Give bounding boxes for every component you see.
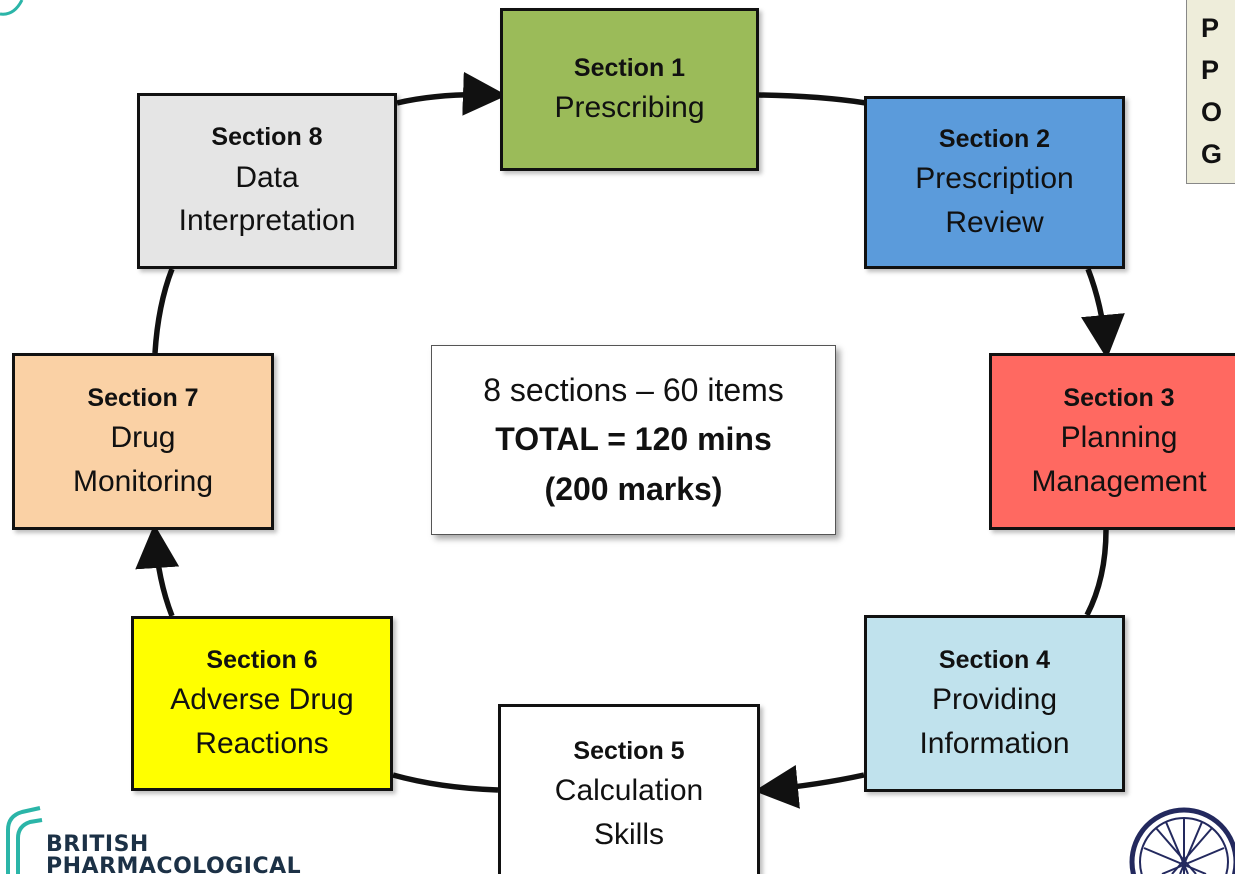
note-letter-3: O [1201, 97, 1223, 127]
corner-logo-fragment [0, 0, 24, 16]
connector-s7-s8 [152, 268, 175, 354]
summary-sections-items: 8 sections – 60 items [483, 371, 784, 408]
section-7-box: Section 7 Drug Monitoring [12, 353, 274, 530]
bps-logo-line2: PHARMACOLOGICAL [46, 854, 302, 874]
section-7-name: Drug Monitoring [72, 421, 214, 498]
section-2-number: Section 2 [938, 124, 1051, 153]
section-1-number: Section 1 [573, 53, 686, 82]
section-7-number: Section 7 [87, 383, 199, 412]
summary-total-time: TOTAL = 120 mins [495, 421, 772, 458]
connector-s1-s2 [758, 92, 867, 106]
note-letter-1: P [1201, 13, 1220, 43]
section-8-name: Data Interpretation [178, 160, 356, 238]
section-6-box: Section 6 Adverse Drug Reactions [131, 616, 393, 791]
section-5-number: Section 5 [573, 737, 685, 765]
section-3-name: Planning Management [1031, 421, 1207, 498]
section-5-box: Section 5 Calculation Skills [498, 704, 760, 874]
section-6-name: Adverse Drug Reactions [170, 683, 354, 760]
bps-logo-line1: BRITISH [46, 832, 149, 857]
bps-logo: BRITISH PHARMACOLOGICAL [0, 800, 301, 874]
summary-box: 8 sections – 60 items TOTAL = 120 mins (… [431, 345, 836, 535]
section-4-box: Section 4 Providing Information [864, 615, 1125, 792]
seal-logo-icon [1129, 807, 1235, 874]
section-6-number: Section 6 [206, 645, 318, 674]
section-4-name: Providing Information [919, 683, 1070, 760]
connector-s3-s4 [1084, 529, 1109, 617]
section-3-number: Section 3 [1063, 383, 1175, 412]
section-2-box: Section 2 Prescription Review [864, 96, 1125, 269]
section-1-name: Prescribing [554, 90, 705, 124]
arrow-s4-to-s5 [754, 764, 865, 809]
cropped-note-box: P P O G [1186, 0, 1235, 184]
arrow-s6-to-s7 [135, 524, 180, 617]
section-3-box: Section 3 Planning Management [989, 353, 1235, 530]
section-8-box: Section 8 Data Interpretation [137, 93, 397, 269]
section-2-name: Prescription Review [915, 162, 1074, 239]
section-1-box: Section 1 Prescribing [500, 8, 759, 171]
summary-total-marks: (200 marks) [544, 470, 723, 507]
section-5-name: Calculation Skills [554, 774, 704, 851]
section-4-number: Section 4 [938, 645, 1051, 674]
bps-logo-mark-icon [6, 806, 43, 874]
connector-s5-s6 [392, 772, 499, 793]
note-letter-4: G [1201, 139, 1223, 169]
section-8-number: Section 8 [211, 123, 323, 152]
arrow-s8-to-s1 [396, 71, 507, 116]
note-letter-2: P [1201, 55, 1220, 85]
arrow-s2-to-s3 [1081, 268, 1125, 359]
